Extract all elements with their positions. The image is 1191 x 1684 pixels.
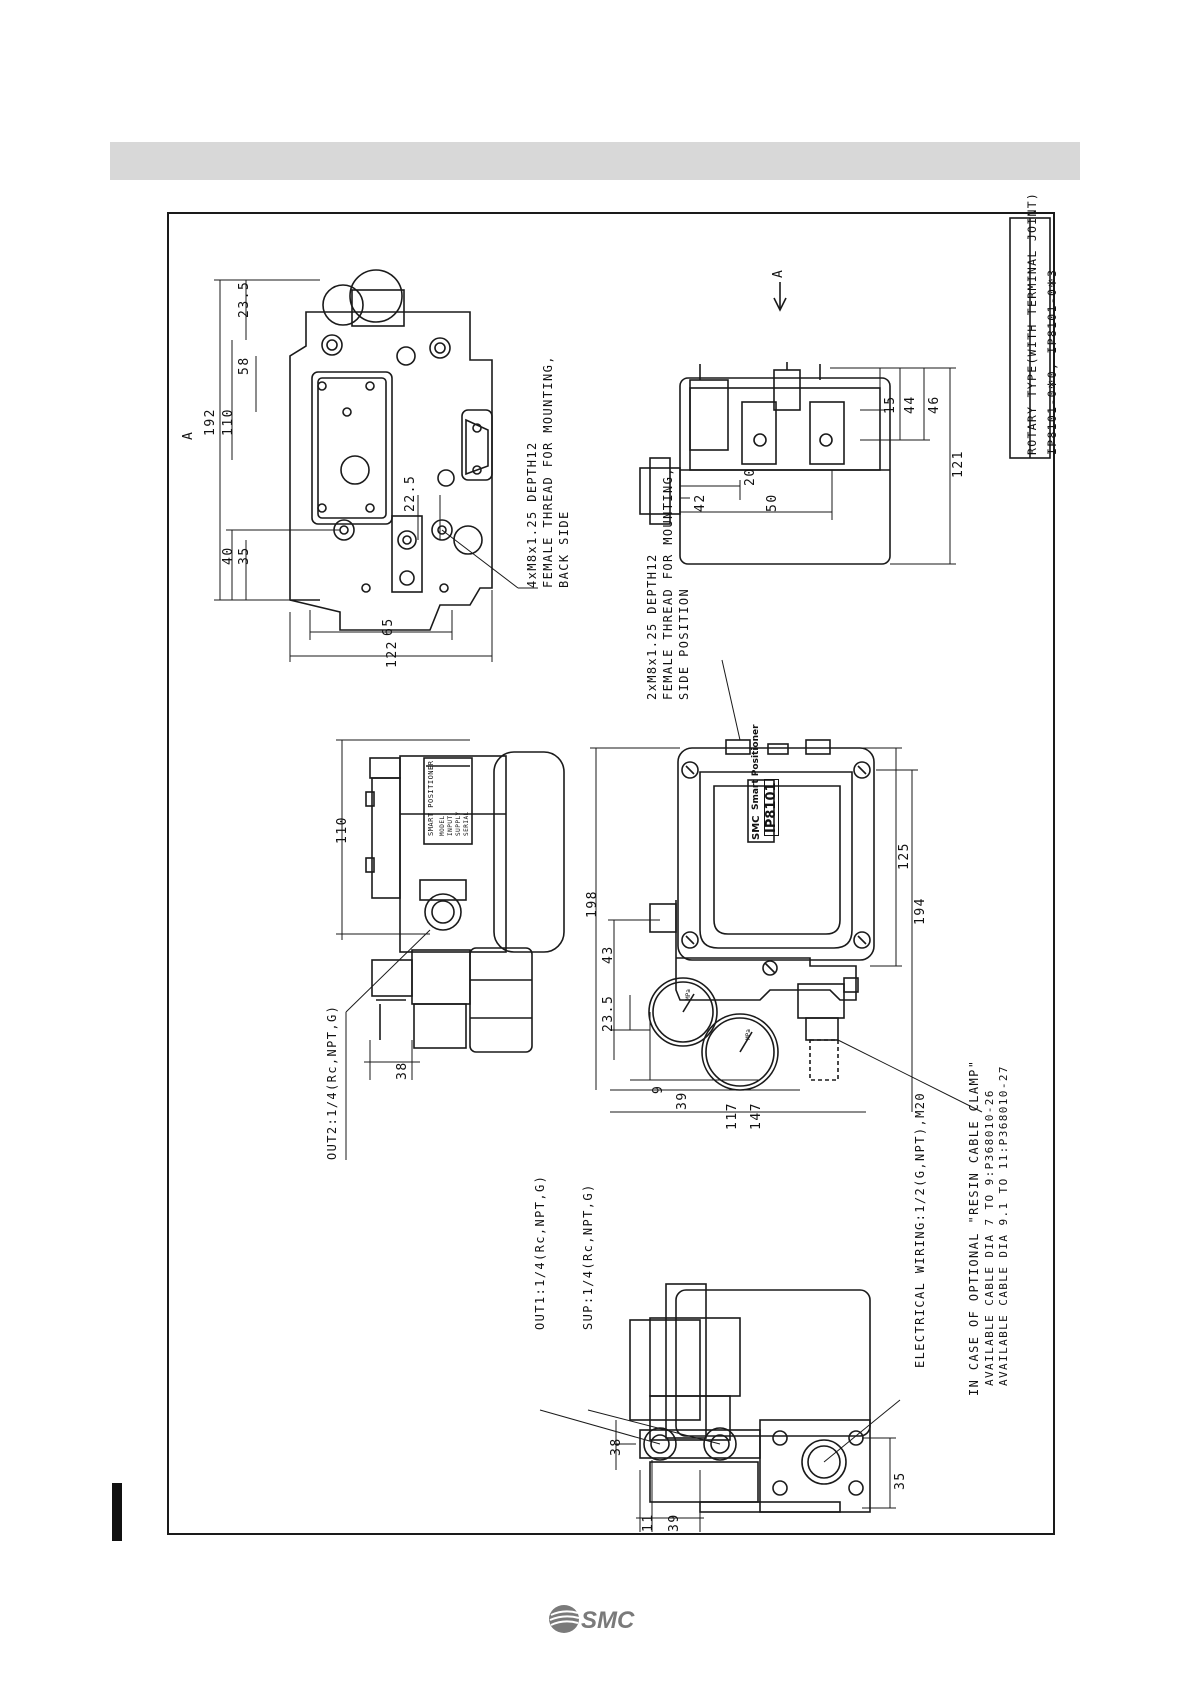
cover-product-text: Smart Positioner: [751, 724, 761, 810]
dim-side-110: 110: [335, 816, 350, 844]
dim-top-192: 192: [203, 408, 218, 436]
bottom-view-body: [629, 1283, 871, 1513]
dim-top-23-5: 23.5: [237, 280, 252, 318]
nameplate-title: SMART POSITIONER: [427, 760, 435, 836]
title-block: [1009, 217, 1051, 459]
dim-bottom-11: 11: [641, 1513, 656, 1532]
dim-front-147: 147: [749, 1102, 764, 1130]
smc-logo-text: SMC: [581, 1607, 635, 1634]
view-arrow-label: A: [771, 268, 786, 278]
title-line-1: ROTARY TYPE(WITH TERMINAL JOINT): [1025, 191, 1039, 455]
sup-port-label: SUP:1/4(Rc,NPT,G): [581, 1183, 595, 1330]
right-view-dimensions: [680, 367, 956, 565]
nameplate-input: INPUT: [447, 815, 454, 836]
dim-top-22-5: 22.5: [403, 474, 418, 512]
dim-bottom-35: 35: [893, 1471, 908, 1490]
dim-front-125: 125: [897, 842, 912, 870]
dim-front-43: 43: [601, 945, 616, 964]
dim-right-42: 42: [693, 493, 708, 512]
dim-front-117: 117: [725, 1102, 740, 1130]
gauge-unit-2: MPa: [745, 1029, 752, 1040]
front-view-body: [648, 739, 875, 1091]
front-view-dimensions: [590, 659, 983, 1113]
out2-port-label: OUT2:1/4(Rc,NPT,G): [325, 1004, 339, 1160]
dim-bottom-39: 39: [667, 1513, 682, 1532]
dim-front-194: 194: [913, 897, 928, 925]
side-view-body: [365, 751, 565, 1053]
dim-right-121: 121: [951, 450, 966, 478]
right-view-body: [639, 362, 891, 565]
dim-top-65: 65: [381, 617, 396, 636]
dim-right-44: 44: [903, 395, 918, 414]
top-view-dimensions: [214, 279, 538, 662]
dim-front-198: 198: [585, 890, 600, 918]
top-view-body: [289, 269, 493, 631]
dim-front-9: 9: [651, 1084, 666, 1094]
view-arrow-a: [773, 282, 787, 312]
front-note-line-3: SIDE POSITION: [677, 587, 691, 700]
dim-side-38: 38: [395, 1061, 410, 1080]
dim-top-58: 58: [237, 356, 252, 375]
dim-top-122: 122: [385, 640, 400, 668]
dim-top-35: 35: [237, 546, 252, 565]
cover-model-text: IP8101: [764, 779, 779, 836]
front-note-line-2: FEMALE THREAD FOR MOUNTING,: [661, 467, 675, 700]
dim-top-110: 110: [221, 408, 236, 436]
top-note-line-3: BACK SIDE: [557, 510, 571, 588]
drawing-frame: [167, 212, 1055, 1535]
cover-brand-logo: SMC: [751, 815, 762, 841]
electrical-wiring-note: ELECTRICAL WIRING:1/2(G,NPT),M20: [913, 1092, 927, 1368]
cable-clamp-line-1: AVAILABLE CABLE DIA 7 TO 9:P368010-26: [983, 1089, 996, 1386]
bottom-view-dimensions: [539, 1399, 901, 1532]
top-note-line-1: 4xM8x1.25 DEPTH12: [525, 441, 539, 588]
dim-right-46: 46: [927, 395, 942, 414]
nameplate-model: MODEL: [439, 815, 446, 836]
dim-right-20: 20: [743, 467, 758, 486]
view-label-a: A: [181, 430, 196, 440]
nameplate-serial: SERIAL: [463, 811, 470, 836]
top-note-line-2: FEMALE THREAD FOR MOUNTING,: [541, 355, 555, 588]
page-edge-mark: [112, 1483, 122, 1541]
dim-front-23-5: 23.5: [601, 994, 616, 1032]
title-line-2: IP8101-0※0, IP8101-0※3: [1045, 268, 1059, 455]
section-header-bar: [110, 142, 1080, 180]
gauge-unit-1: MPa: [685, 989, 692, 1000]
out1-port-label: OUT1:1/4(Rc,NPT,G): [533, 1174, 547, 1330]
nameplate-supply: SUPPLY: [455, 811, 462, 836]
dim-bottom-38: 38: [609, 1437, 624, 1456]
side-view-dimensions: [336, 739, 470, 1160]
dim-front-39: 39: [675, 1091, 690, 1110]
front-note-line-1: 2xM8x1.25 DEPTH12: [645, 553, 659, 700]
cable-clamp-line-2: AVAILABLE CABLE DIA 9.1 TO 11:P368010-27: [997, 1065, 1010, 1386]
cable-clamp-title: IN CASE OF OPTIONAL "RESIN CABLE CLAMP": [967, 1059, 981, 1396]
dim-right-50: 50: [765, 493, 780, 512]
dim-right-15: 15: [883, 395, 898, 414]
dim-top-40: 40: [221, 546, 236, 565]
smc-logo: SMC: [549, 1605, 635, 1634]
